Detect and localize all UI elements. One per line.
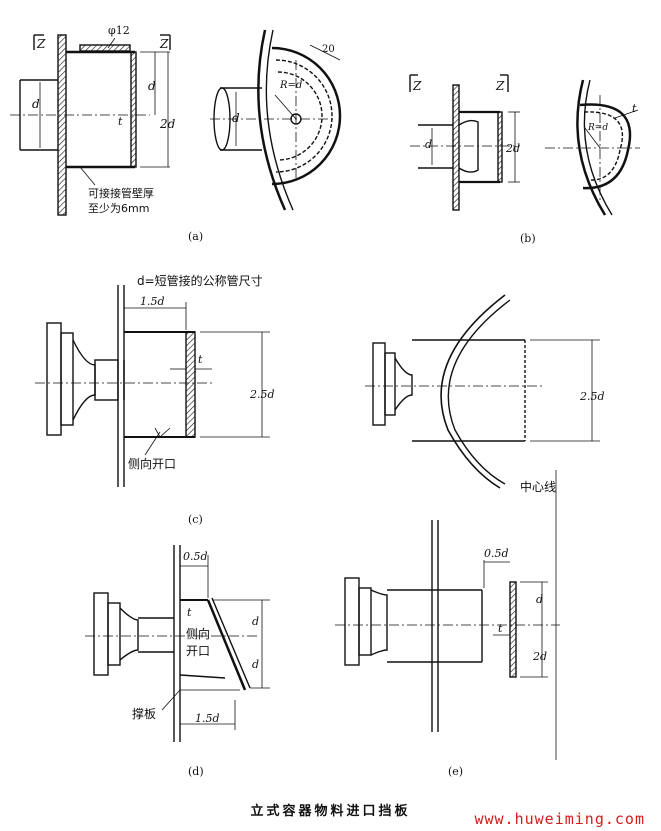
baffle-plate-a xyxy=(130,51,137,168)
2.5d-label-c-right: 2.5d xyxy=(579,390,605,403)
2.5d-label-c: 2.5d xyxy=(249,388,275,401)
figure-caption: 立式容器物料进口挡板 xyxy=(250,804,411,819)
side-opening-label-c: 侧向开口 xyxy=(128,456,176,471)
d-label-b: d xyxy=(425,138,432,151)
panel-e-section-view xyxy=(335,520,560,732)
panel-e-label: (e) xyxy=(448,765,463,778)
z-mark-b-left: Z xyxy=(412,79,422,93)
weld-note-line2: 至少为6mm xyxy=(88,202,149,215)
twenty-label: 20 xyxy=(322,44,335,55)
panel-b-z-view xyxy=(545,79,640,216)
r-eq-d-label-b: R=d xyxy=(587,123,608,133)
t-label-a: t xyxy=(118,115,123,128)
1.5d-label-d: 1.5d xyxy=(195,712,220,725)
vessel-wall-a xyxy=(57,34,67,216)
panel-d-label: (d) xyxy=(188,765,204,778)
panel-a-section-view xyxy=(10,34,171,216)
z-mark-b-right: Z xyxy=(495,79,505,93)
panel-b-section-view xyxy=(409,74,520,211)
phi12-label: φ12 xyxy=(108,24,130,37)
centerline-note: 中心线 xyxy=(520,479,556,494)
t-label-c: t xyxy=(198,353,203,366)
panel-c-curved-view xyxy=(365,294,600,489)
brace-plate-label: 撑板 xyxy=(132,706,156,721)
panel-c-section-view xyxy=(35,285,270,487)
2d-label-e: 2d xyxy=(532,650,547,663)
panel-b-label: (b) xyxy=(520,232,536,245)
d-label-a-right: d xyxy=(148,79,156,93)
2d-label-b: 2d xyxy=(505,142,520,155)
z-mark-a-right: Z xyxy=(159,37,169,51)
weld-note-line1: 可接接管壁厚 xyxy=(88,186,154,200)
0.5d-label-e: 0.5d xyxy=(484,547,509,560)
t-label-d: t xyxy=(187,606,192,619)
z-mark-a-left: Z xyxy=(36,37,46,51)
t-label-b: t xyxy=(632,102,637,115)
panel-a-z-view xyxy=(210,29,342,211)
1.5d-label-c: 1.5d xyxy=(140,295,165,308)
t-label-e: t xyxy=(498,622,503,635)
r-eq-d-label-a: R=d xyxy=(279,80,302,91)
side-opening-d-line1: 侧向 xyxy=(186,626,210,641)
panel-a-label: (a) xyxy=(188,230,203,243)
panel-d-section-view xyxy=(85,545,270,742)
d-label-d-lower: d xyxy=(252,658,259,671)
0.5d-label-d: 0.5d xyxy=(183,550,208,563)
d-label-a-pipe: d xyxy=(232,111,240,125)
2d-label-a: 2d xyxy=(159,117,176,131)
d-label-e: d xyxy=(536,593,543,606)
panel-c-label: (c) xyxy=(188,513,203,526)
labels-layer: Z Z φ12 d d 2d t 可接接管壁厚 至少为6mm d R=d 20 … xyxy=(32,24,637,778)
d-label-a: d xyxy=(32,97,40,111)
d-definition-note: d=短管接的公称管尺寸 xyxy=(137,273,263,288)
side-opening-d-line2: 开口 xyxy=(186,644,210,658)
d-label-d-upper: d xyxy=(252,615,259,628)
watermark: www.huweiming.com xyxy=(474,810,645,828)
